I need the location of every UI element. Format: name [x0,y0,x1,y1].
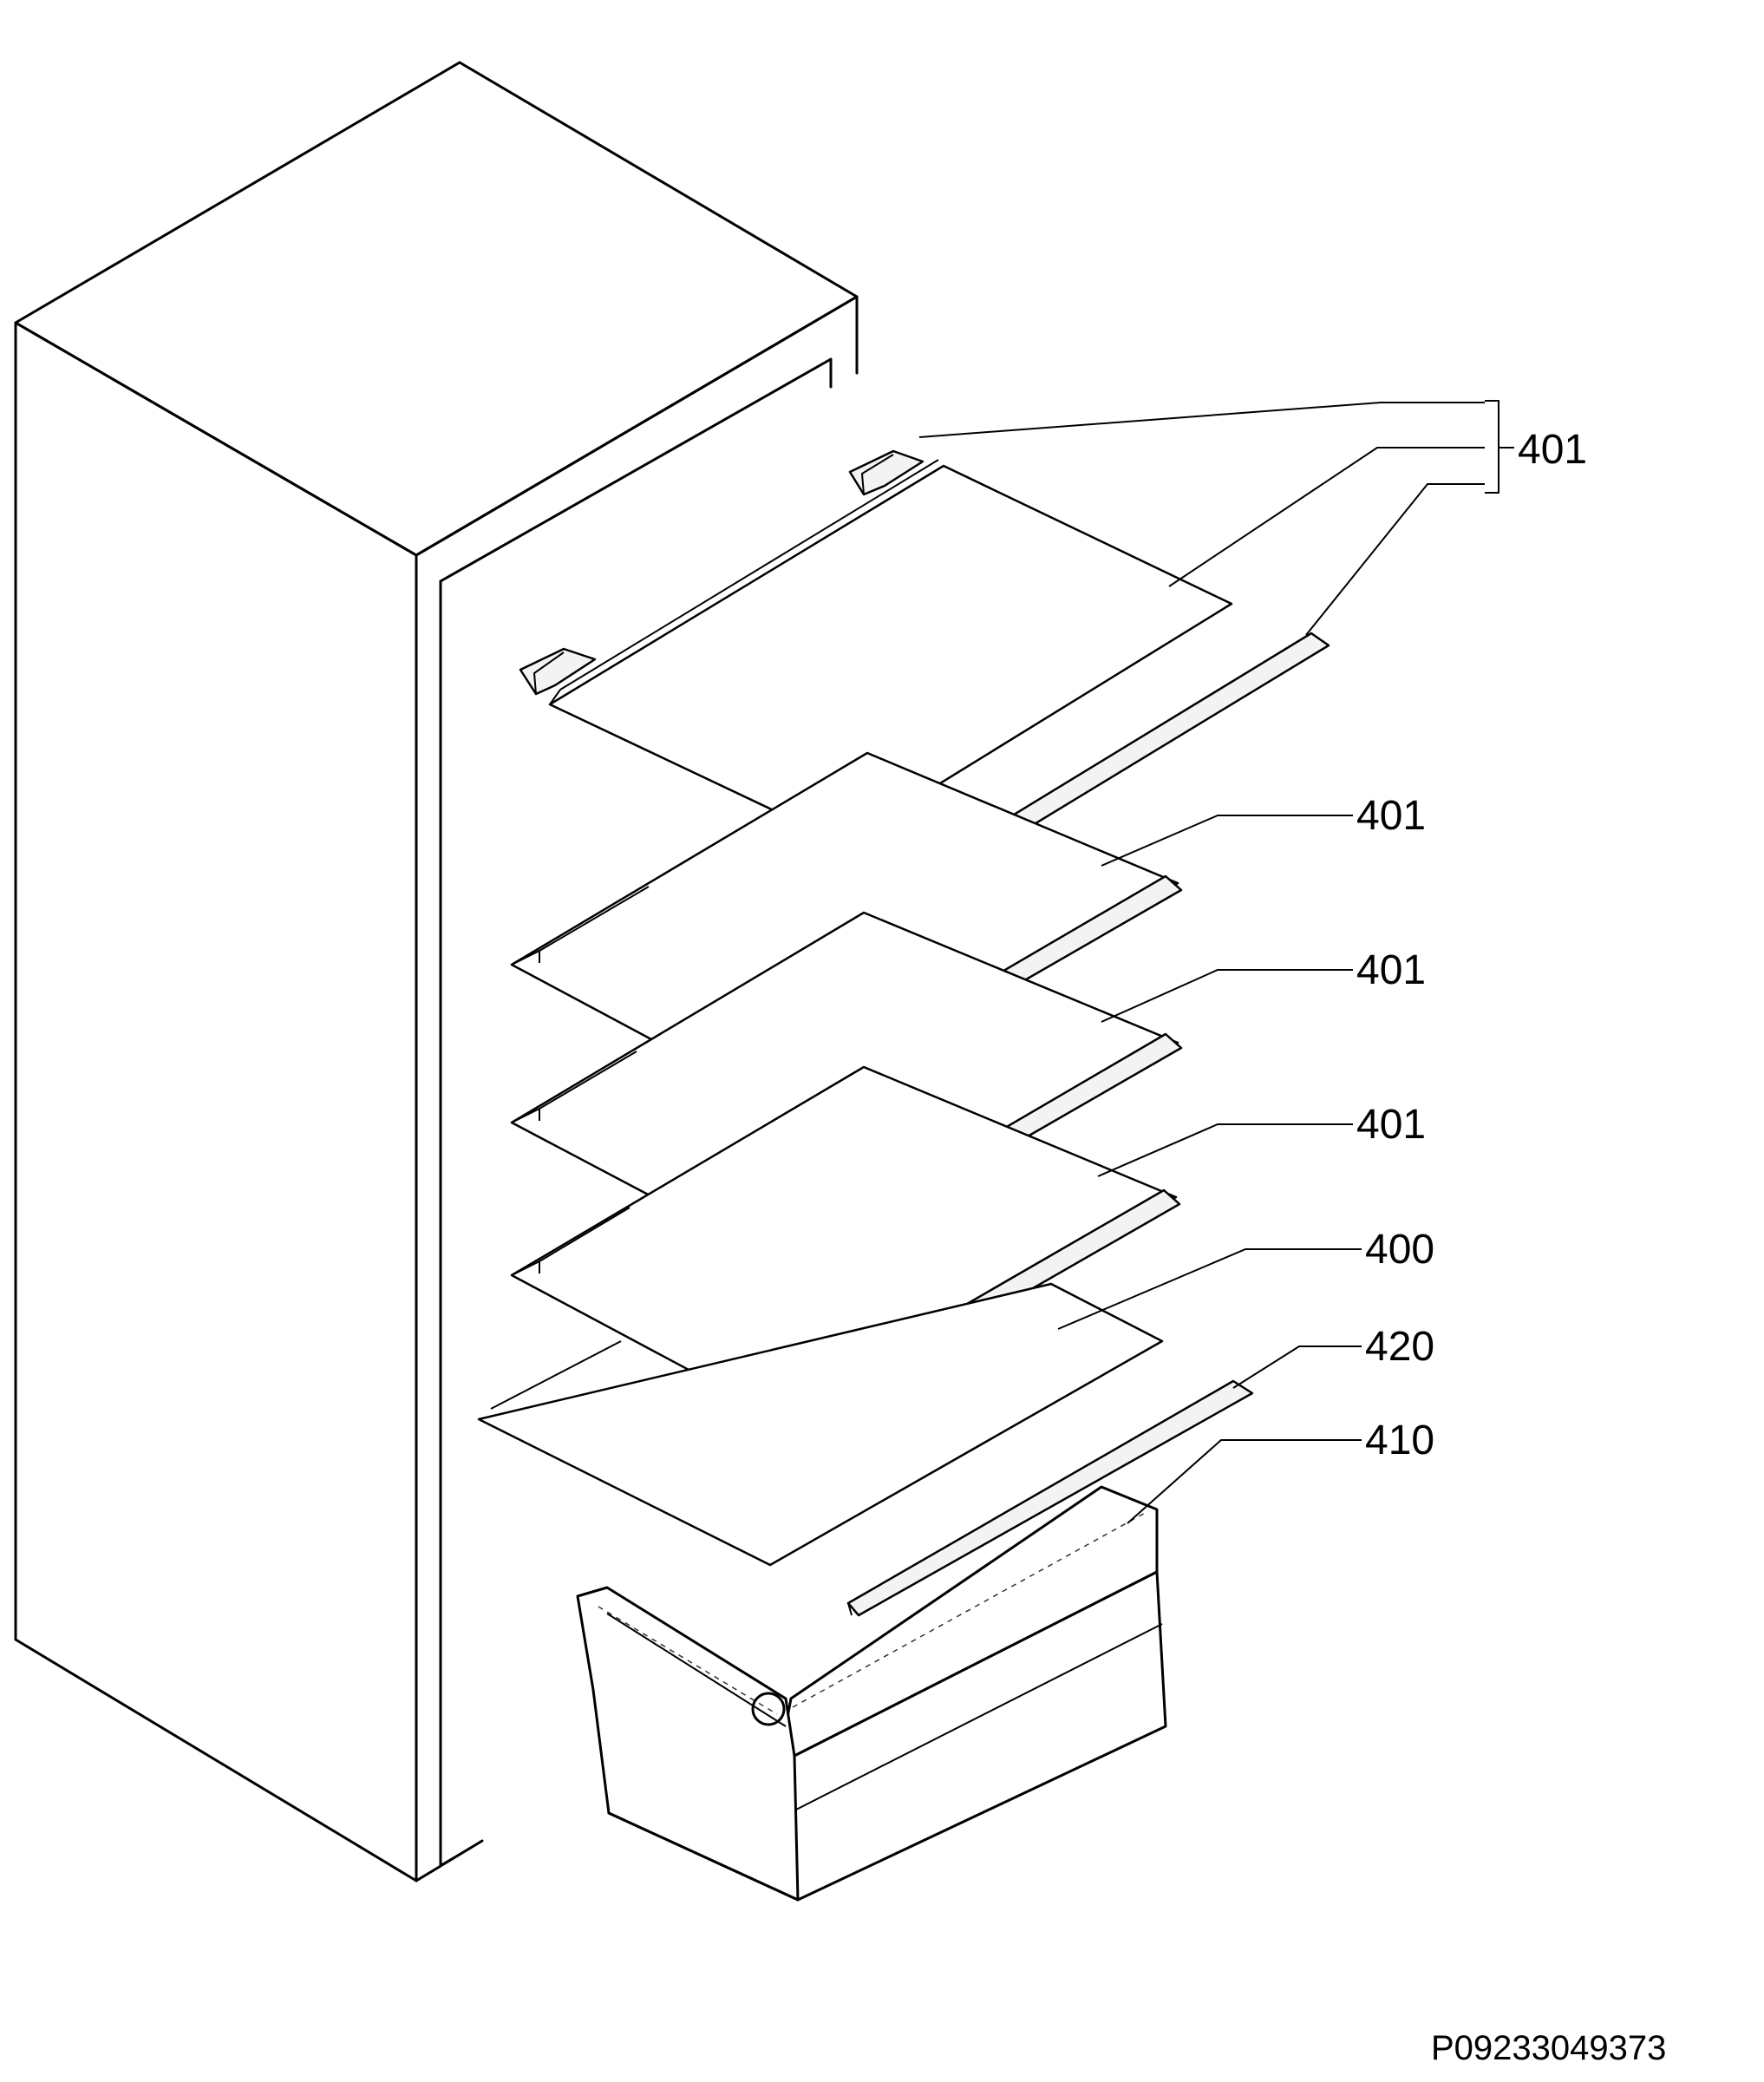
callout-401-shelf-4: 401 [1356,1102,1426,1148]
cabinet [14,61,859,1882]
shelf-bottom [477,1282,1164,1567]
callout-labels: 401 401 401 401 400 420 410 [1356,427,1587,1463]
bracket-401 [1485,400,1499,494]
callout-401-top: 401 [1518,427,1587,473]
shelf-bottom-glass [477,1282,1164,1567]
shelf-clip-left [519,647,597,696]
cabinet-inner-frame [439,357,833,583]
cabinet-top [14,61,859,557]
callout-400: 400 [1365,1227,1434,1273]
cabinet-side [14,321,418,1882]
cabinet-front-frame [415,295,859,557]
drawer-rail-bar [846,1379,1254,1617]
callout-420: 420 [1365,1324,1434,1370]
crisper-drawer [576,1485,1167,1902]
shelf-top-glass [548,464,1233,845]
drawer-hinge [751,1692,786,1726]
callout-401-shelf-2: 401 [1356,793,1426,839]
callout-401-shelf-3: 401 [1356,947,1426,993]
leader-lines [918,400,1514,1524]
drawer-body [576,1570,1167,1902]
document-id: P09233049373 [1431,2029,1666,2067]
shelf-clip-right [848,449,924,496]
drawer-rail [846,1379,1254,1617]
callout-410: 410 [1365,1417,1434,1463]
